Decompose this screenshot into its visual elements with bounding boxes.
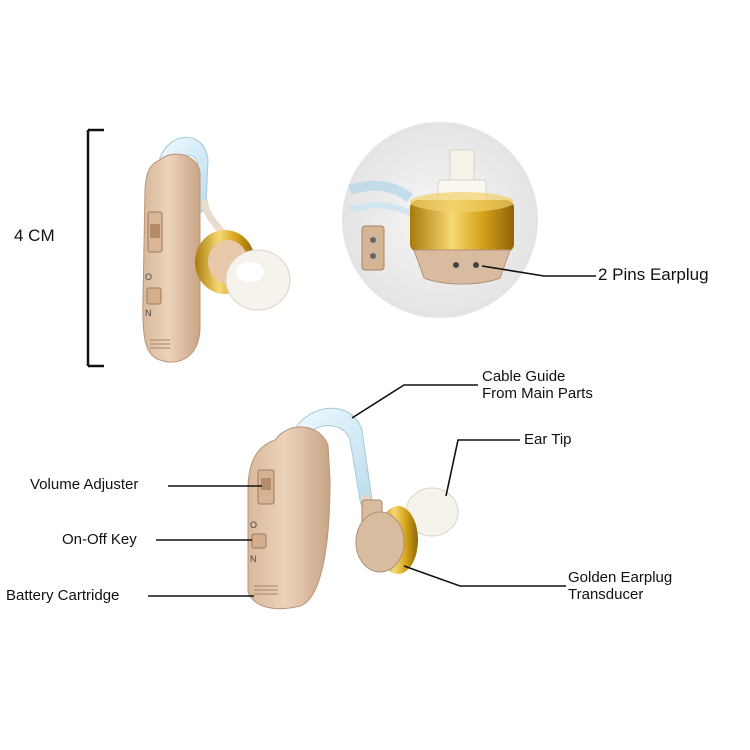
switch-n-small: N <box>145 308 152 318</box>
label-2-pins-earplug: 2 Pins Earplug <box>598 265 709 284</box>
on-off-switch <box>251 533 267 549</box>
body-large <box>247 426 331 610</box>
hearing-aid-small: O N <box>142 136 291 363</box>
hearing-aid-large: O N <box>247 407 459 610</box>
switch-o-small: O <box>145 272 152 282</box>
scale-label: 4 CM <box>14 226 55 245</box>
scale-bracket <box>86 128 104 368</box>
label-cable-guide-2: From Main Parts <box>482 385 593 402</box>
label-golden-earplug-2: Transducer <box>568 586 644 603</box>
label-cable-guide-1: Cable Guide <box>482 368 566 385</box>
label-on-off-key: On-Off Key <box>62 531 137 548</box>
callout-lines <box>148 265 596 597</box>
label-volume-adjuster: Volume Adjuster <box>30 476 139 493</box>
label-golden-earplug-1: Golden Earplug <box>568 569 673 586</box>
body-small <box>142 153 201 363</box>
earplug-closeup <box>342 122 538 318</box>
switch-o-large: O <box>250 520 257 530</box>
label-battery-cartridge: Battery Cartridge <box>6 587 120 604</box>
label-ear-tip: Ear Tip <box>524 431 572 448</box>
switch-n-large: N <box>250 554 257 564</box>
